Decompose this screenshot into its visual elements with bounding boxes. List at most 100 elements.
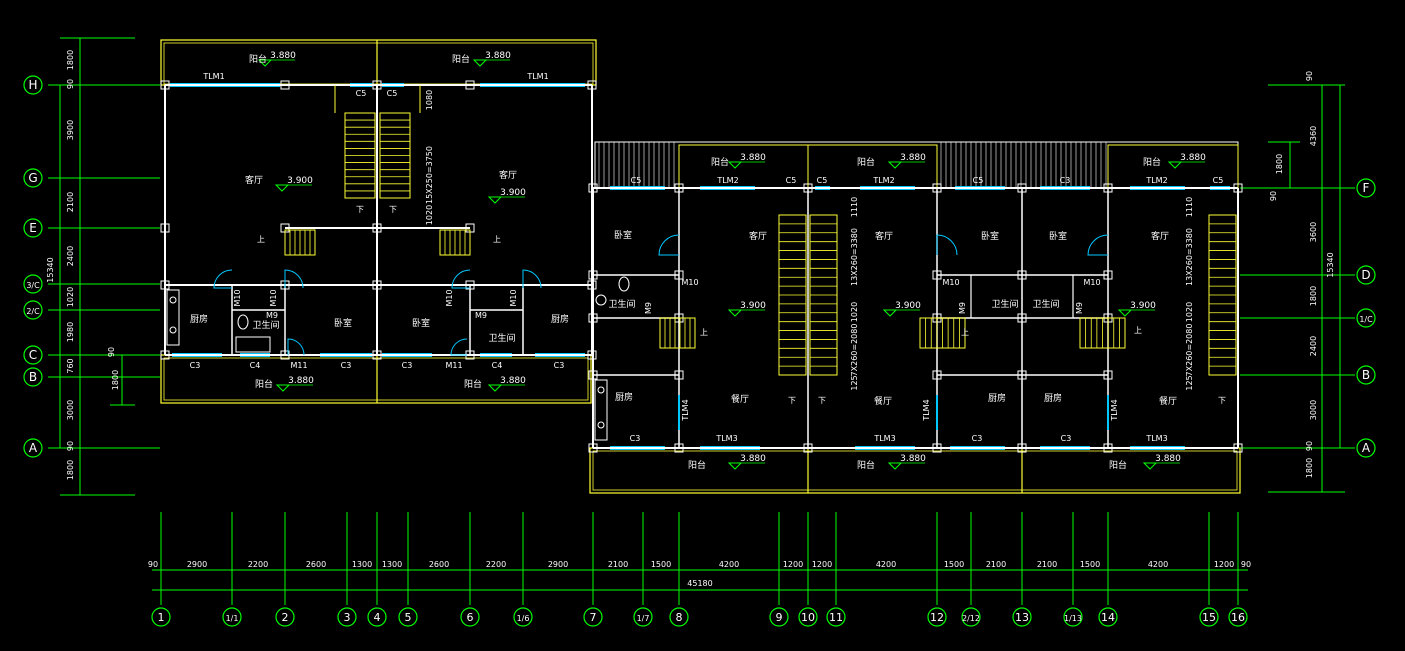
stair-dim-note: 1110 xyxy=(1185,197,1194,217)
elevation-value: 3.880 xyxy=(900,454,926,464)
room-label: 卧室 xyxy=(412,317,430,329)
column xyxy=(1017,443,1027,453)
opening-tag: C5 xyxy=(973,176,984,185)
dim-label-bottom: 4200 xyxy=(719,560,739,569)
dim-label-left: 3900 xyxy=(66,120,75,140)
axis-label-bottom: 9 xyxy=(776,611,783,624)
stair-direction: 上 xyxy=(493,235,501,244)
opening-tag: C3 xyxy=(341,361,352,370)
axis-label-bottom: 2/12 xyxy=(962,614,980,623)
opening-tag: M10 xyxy=(233,289,242,306)
dim-label-bottom: 2600 xyxy=(429,560,449,569)
column xyxy=(465,280,475,290)
elevation-value: 3.900 xyxy=(287,176,313,186)
opening-tag: C5 xyxy=(631,176,642,185)
stair-dim-note: 7X260=2080 xyxy=(1185,324,1194,377)
column xyxy=(1103,370,1113,380)
column xyxy=(674,183,684,193)
opening-tag: C5 xyxy=(1213,176,1224,185)
axis-label-bottom: 2 xyxy=(282,611,289,624)
room-label: 阳台 xyxy=(857,459,875,471)
dim-label-left: 2400 xyxy=(66,246,75,266)
stove-icon xyxy=(597,386,605,394)
dim-label-bottom: 1300 xyxy=(382,560,402,569)
room-label: 客厅 xyxy=(749,230,767,242)
axis-label-right: D xyxy=(1361,268,1370,282)
axis-label-bottom: 14 xyxy=(1101,611,1115,624)
axis-label-left: C xyxy=(29,348,37,362)
dim-label-left: 2100 xyxy=(66,192,75,212)
room-label: 卫生间 xyxy=(991,298,1018,310)
opening-tag: C3 xyxy=(554,361,565,370)
elevation-value: 3.880 xyxy=(740,454,766,464)
dim-label-right: 1800 xyxy=(1309,286,1318,306)
axis-bubble-bottom xyxy=(398,607,418,627)
stair-dim-note: 13X260=3380 xyxy=(1185,228,1194,286)
axis-label-bottom: 16 xyxy=(1231,611,1245,624)
opening-tag: M9 xyxy=(644,302,653,314)
opening-tag: C4 xyxy=(492,361,503,370)
room-label: 阳台 xyxy=(464,378,482,390)
door-M11 xyxy=(450,338,468,356)
axis-bubble-bottom xyxy=(961,607,981,627)
room-label: 阳台 xyxy=(688,459,706,471)
axis-bubble-bottom xyxy=(1063,607,1083,627)
axis-bubble-bottom xyxy=(927,607,947,627)
axis-bubble-left xyxy=(23,75,43,95)
kitchen-counter xyxy=(594,379,608,441)
dim-label-bottom: 90 xyxy=(1241,560,1251,569)
elevation-value: 3.900 xyxy=(500,188,526,198)
balcony-bottom-left-inner xyxy=(163,357,589,401)
dim-label-bottom: 1500 xyxy=(1080,560,1100,569)
axis-label-bottom: 3 xyxy=(344,611,351,624)
dim-label-bottom: 2100 xyxy=(986,560,1006,569)
opening-tag: M10 xyxy=(1083,278,1100,287)
opening-tag: TLM3 xyxy=(715,434,737,443)
room-label: 厨房 xyxy=(551,313,569,325)
axis-label-bottom: 7 xyxy=(590,611,597,624)
dim-label-right: 3600 xyxy=(1309,222,1318,242)
column xyxy=(932,370,942,380)
elevation-value: 3.880 xyxy=(500,376,526,386)
column xyxy=(588,443,598,453)
room-label: 阳台 xyxy=(711,156,729,168)
elevation-value: 3.880 xyxy=(270,51,296,61)
dim-label-right-total: 15340 xyxy=(1326,252,1335,277)
stairs xyxy=(284,85,1237,376)
column xyxy=(1103,443,1113,453)
dim-label-bottom: 2900 xyxy=(548,560,568,569)
room-label: 客厅 xyxy=(245,174,263,186)
column xyxy=(372,350,382,360)
dim-label-bottom: 4200 xyxy=(1148,560,1168,569)
dim-label-left-inner: 1800 xyxy=(111,370,120,390)
stair-dim-note: 13X260=3380 xyxy=(850,228,859,286)
opening-tag: TLM4 xyxy=(681,399,690,421)
axis-bubble-bottom xyxy=(1012,607,1032,627)
dim-label-right: 1800 xyxy=(1275,154,1284,174)
room-label: 卧室 xyxy=(614,229,632,241)
toilet-icon xyxy=(618,276,630,292)
stair-direction: 上 xyxy=(700,328,708,337)
dim-label-left: 1020 xyxy=(66,287,75,307)
axis-bubble-bottom xyxy=(513,607,533,627)
stair-direction: 下 xyxy=(356,205,364,214)
opening-tag: M9 xyxy=(958,302,967,314)
column xyxy=(932,183,942,193)
column xyxy=(1233,443,1243,453)
axis-bubble-right xyxy=(1356,265,1376,285)
axis-bubble-bottom xyxy=(1098,607,1118,627)
axis-label-right: B xyxy=(1362,368,1370,382)
axis-bubble-bottom xyxy=(337,607,357,627)
axis-label-bottom: 1/6 xyxy=(517,614,530,623)
axis-bubble-left xyxy=(23,274,43,294)
axis-label-left: 2/C xyxy=(26,307,40,316)
stair-small-a xyxy=(659,317,696,349)
axis-bubble-bottom xyxy=(367,607,387,627)
axis-label-bottom: 13 xyxy=(1015,611,1029,624)
axis-bubble-bottom xyxy=(798,607,818,627)
dim-label-left-total: 15340 xyxy=(46,257,55,282)
dim-label-right: 1800 xyxy=(1305,458,1314,478)
dim-label-bottom: 2600 xyxy=(306,560,326,569)
door-M11 xyxy=(287,338,305,356)
